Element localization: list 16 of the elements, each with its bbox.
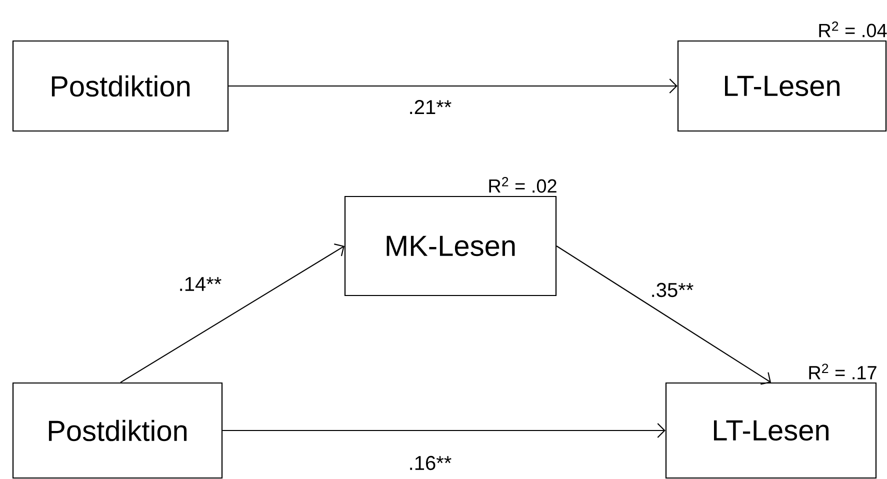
path-coefficient: .16**: [407, 454, 453, 472]
variable-box: LT-Lesen: [677, 40, 887, 132]
path-coefficient: .35**: [649, 282, 695, 298]
arrow: [556, 246, 771, 385]
path-coefficient: .14**: [177, 276, 223, 292]
variable-box: LT-Lesen: [665, 382, 877, 479]
variable-box: Postdiktion: [12, 40, 229, 132]
r-squared-label: R$^{2}$ = .04: [819, 22, 887, 38]
variable-box: MK-Lesen: [344, 196, 557, 296]
r-squared-label: R$^{2}$ = .17: [809, 364, 876, 380]
arrow: [222, 423, 666, 438]
variable-box: Postdiktion: [12, 382, 223, 479]
r-squared-label: R$^{2}$ = .02: [489, 177, 556, 193]
path-coefficient: .21**: [407, 99, 453, 115]
arrow: [228, 78, 678, 94]
arrow: [120, 244, 344, 383]
